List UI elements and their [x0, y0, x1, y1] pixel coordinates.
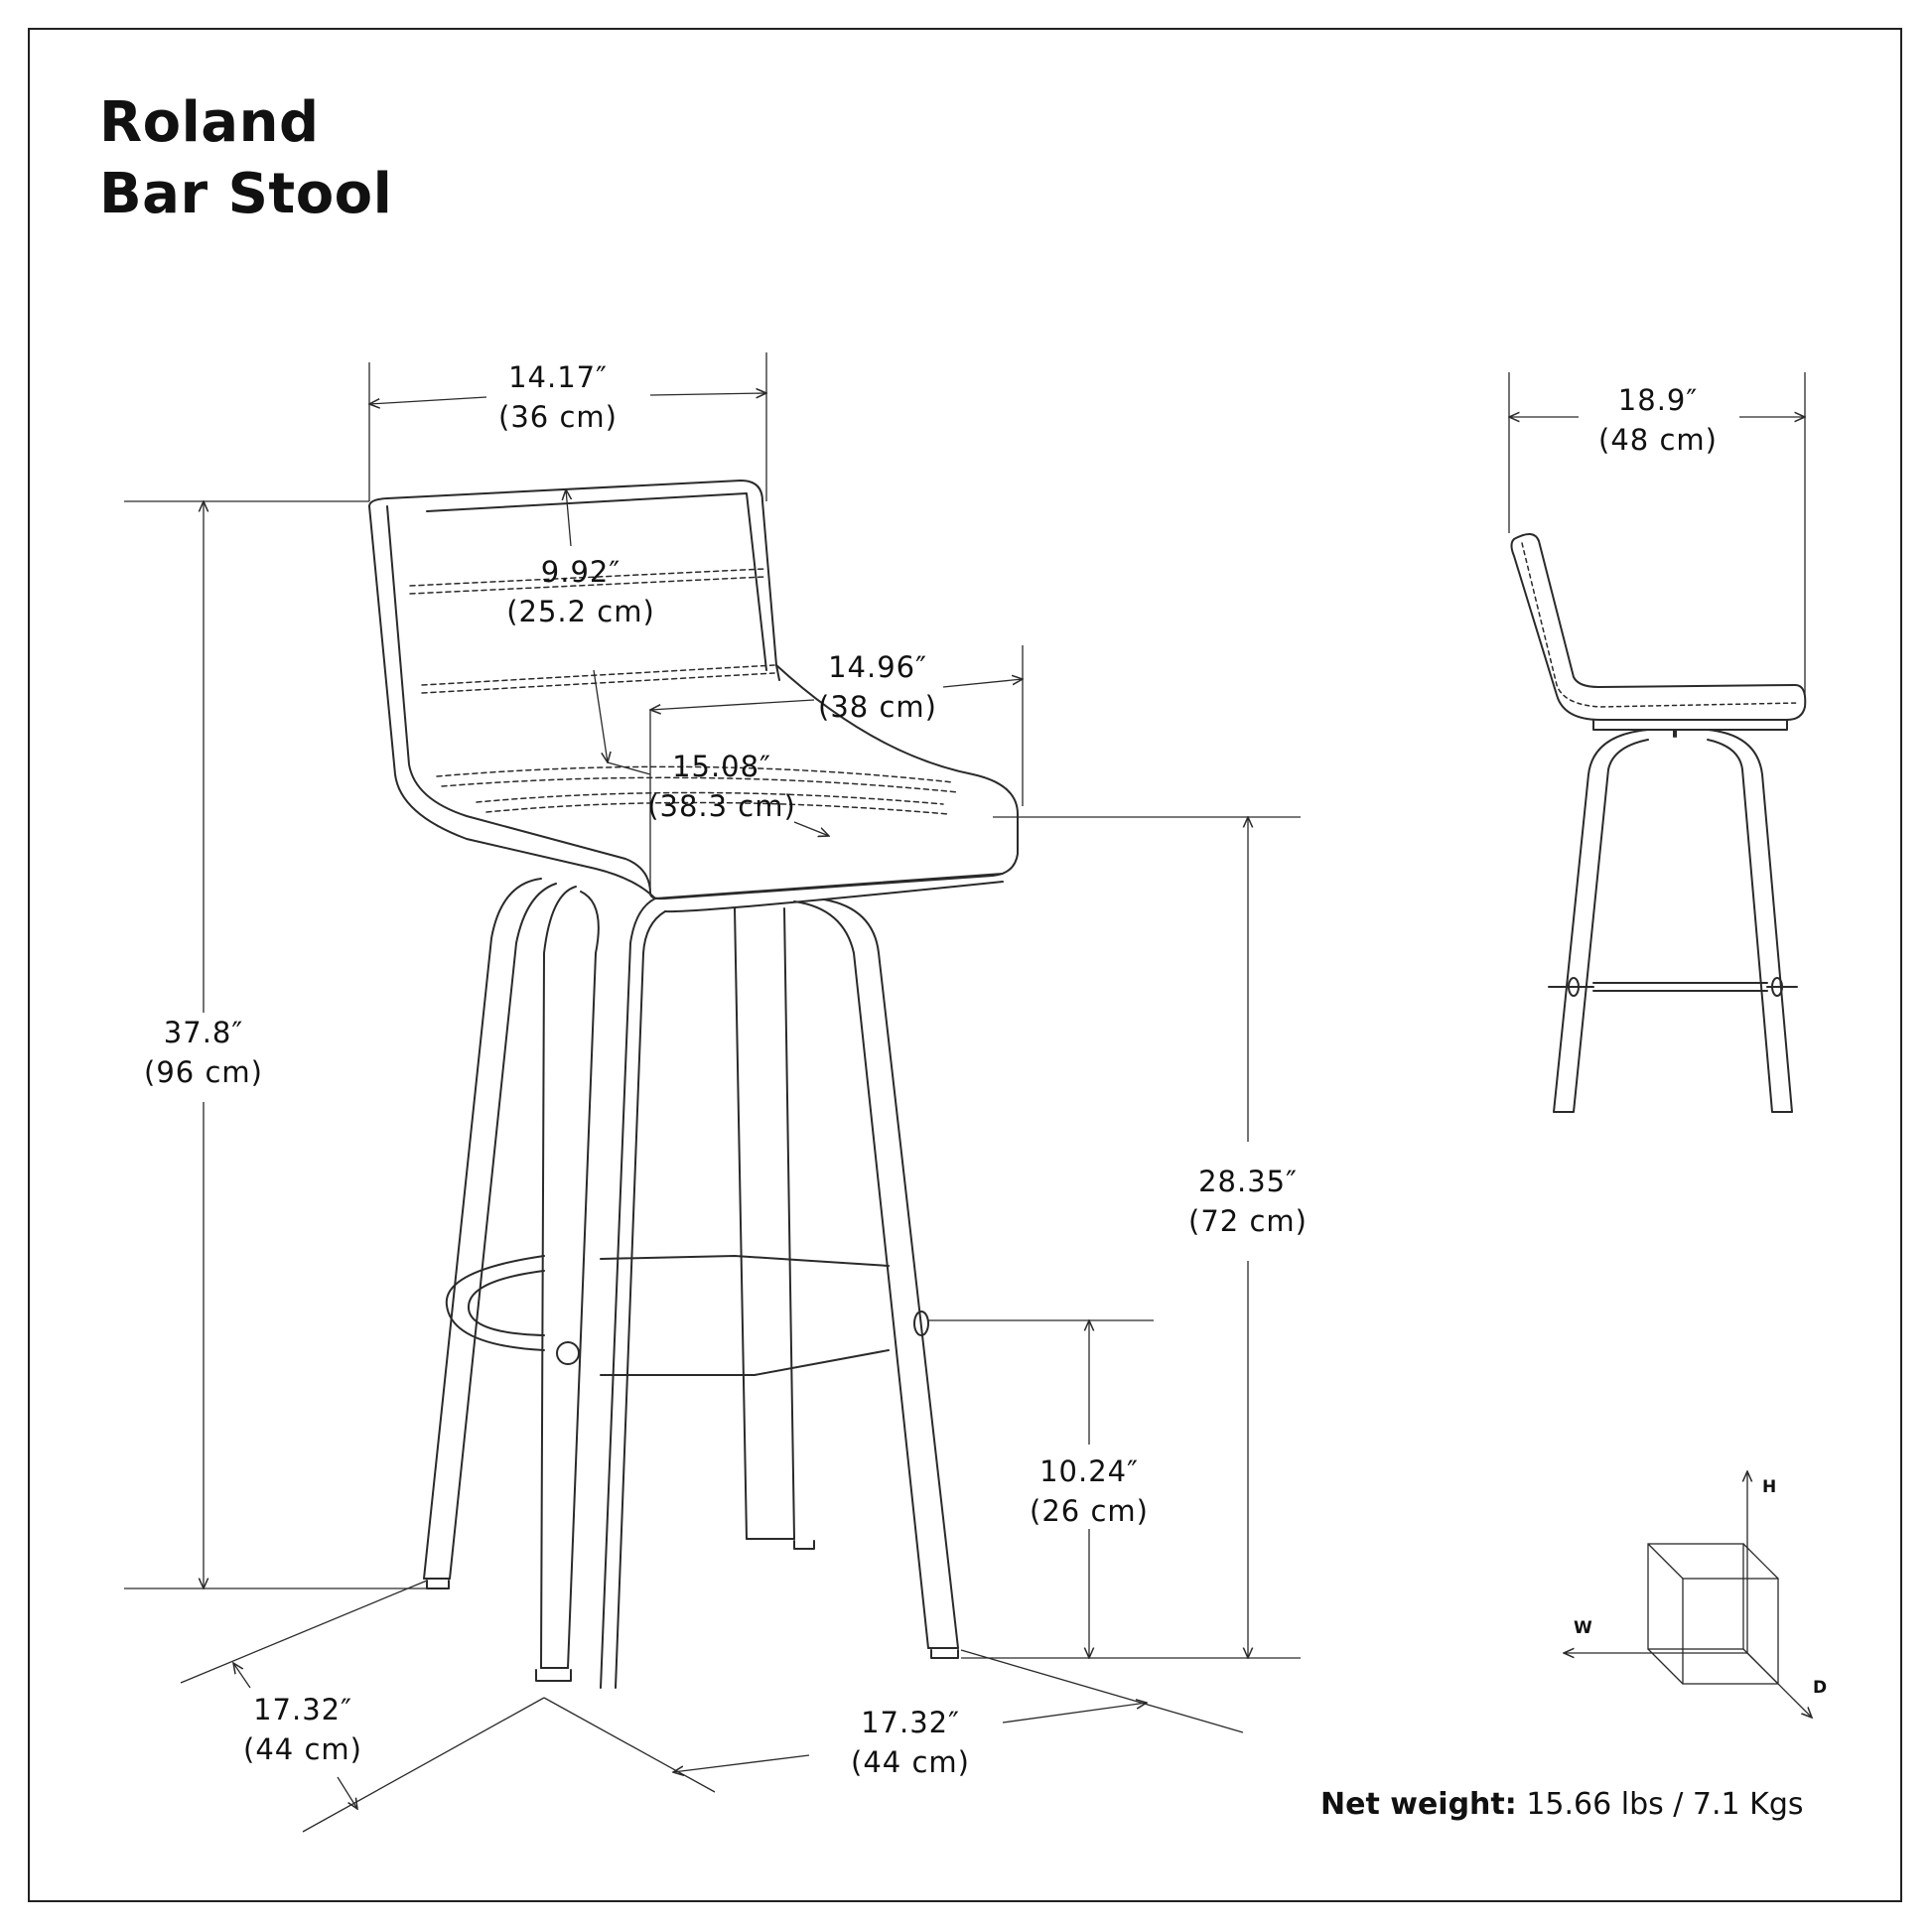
axis-label-height: H [1762, 1477, 1777, 1497]
dim-back-width-cm: (36 cm) [498, 400, 618, 434]
side-view-stool [1510, 533, 1807, 1113]
product-title: Roland Bar Stool [99, 87, 392, 230]
dim-back-height: 9.92″ (25.2 cm) [506, 552, 655, 631]
dim-side-width-cm: (48 cm) [1598, 423, 1718, 457]
dim-base-depth-inch: 17.32″ [861, 1706, 960, 1739]
dim-seat-depth-inch: 15.08″ [672, 750, 771, 783]
axis-label-depth: D [1813, 1678, 1828, 1698]
dim-side-width-inch: 18.9″ [1617, 383, 1699, 417]
net-weight-value: 15.66 lbs / 7.1 Kgs [1526, 1787, 1804, 1822]
dim-back-height-cm: (25.2 cm) [506, 595, 655, 628]
dim-back-width-inch: 14.17″ [508, 360, 608, 394]
dim-base-width: 17.32″ (44 cm) [243, 1690, 362, 1769]
dim-seat-height: 28.35″ (72 cm) [1188, 1162, 1308, 1241]
dim-seat-depth: 15.08″ (38.3 cm) [647, 747, 796, 826]
main-stool-seat [368, 480, 1019, 913]
dim-footrest-height-inch: 10.24″ [1039, 1454, 1139, 1488]
main-stool-base [423, 878, 959, 1689]
dim-total-height-inch: 37.8″ [163, 1016, 244, 1049]
dim-base-depth-cm: (44 cm) [851, 1745, 970, 1779]
net-weight: Net weight: 15.66 lbs / 7.1 Kgs [1320, 1787, 1804, 1822]
dim-total-height-cm: (96 cm) [144, 1055, 263, 1089]
net-weight-label: Net weight: [1320, 1787, 1517, 1822]
dim-seat-depth-cm: (38.3 cm) [647, 789, 796, 823]
dim-back-height-inch: 9.92″ [540, 555, 621, 589]
dim-footrest-height: 10.24″ (26 cm) [1030, 1451, 1149, 1531]
dim-footrest-height-cm: (26 cm) [1030, 1494, 1149, 1528]
title-line-2: Bar Stool [99, 162, 393, 226]
dim-seat-width-inch: 14.96″ [828, 650, 927, 684]
dim-seat-height-cm: (72 cm) [1188, 1204, 1308, 1238]
dim-side-width: 18.9″ (48 cm) [1598, 380, 1718, 460]
dim-seat-width: 14.96″ (38 cm) [818, 647, 937, 727]
axis-cube [1564, 1471, 1812, 1718]
title-line-1: Roland [99, 90, 320, 155]
dim-seat-height-inch: 28.35″ [1198, 1165, 1298, 1198]
dim-back-width: 14.17″ (36 cm) [498, 357, 618, 437]
dim-base-width-inch: 17.32″ [253, 1693, 352, 1726]
dimension-lines [124, 352, 1805, 1833]
dim-seat-width-cm: (38 cm) [818, 690, 937, 724]
dim-total-height: 37.8″ (96 cm) [144, 1013, 263, 1092]
dim-base-depth: 17.32″ (44 cm) [851, 1703, 970, 1782]
axis-label-width: W [1574, 1618, 1592, 1638]
dim-base-width-cm: (44 cm) [243, 1732, 362, 1766]
diagram-frame [28, 28, 1902, 1902]
